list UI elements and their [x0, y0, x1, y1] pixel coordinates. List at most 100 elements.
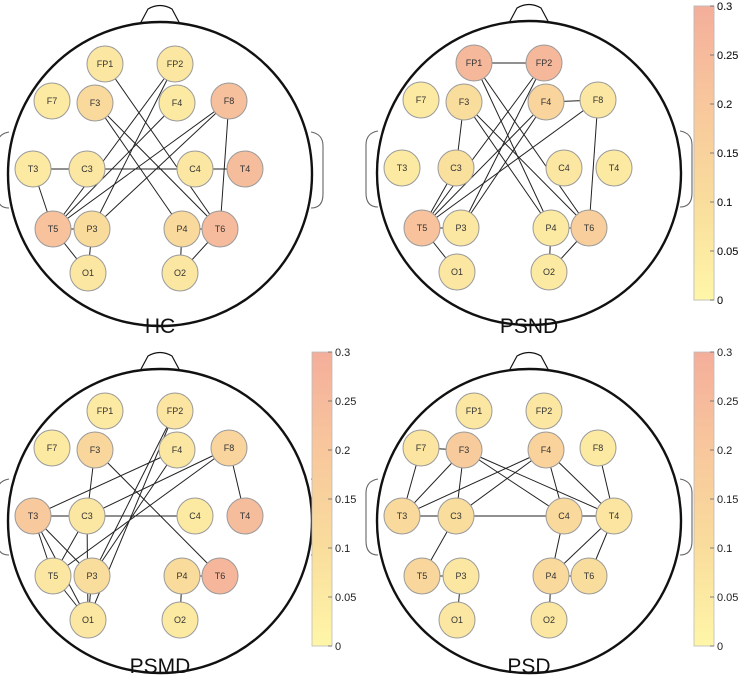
node-circle — [579, 81, 617, 119]
node-t3: T3 — [14, 150, 52, 188]
node-label: T5 — [417, 571, 428, 581]
colorbar-tick-label: 0.05 — [717, 246, 738, 258]
node-f7: F7 — [402, 429, 440, 467]
node-label: F7 — [416, 95, 427, 105]
node-circle — [158, 84, 196, 122]
node-label: O2 — [543, 267, 555, 277]
node-label: C3 — [450, 511, 462, 521]
node-label: FP2 — [167, 59, 184, 69]
colorbar-tick-label: 0.05 — [717, 246, 738, 258]
node-f4: F4 — [158, 431, 196, 469]
left-ear-shape — [0, 131, 10, 209]
node-label: O1 — [451, 267, 463, 277]
node-circle — [33, 82, 71, 120]
node-label: T4 — [240, 164, 251, 174]
colorbar-tick-label: 0.15 — [717, 494, 738, 506]
node-label: T6 — [584, 571, 595, 581]
node-f4: F4 — [527, 83, 565, 121]
node-circle — [403, 557, 441, 595]
node-t6: T6 — [570, 209, 608, 247]
nose-shape — [508, 3, 550, 24]
edge-fp1-p4 — [473, 62, 552, 229]
node-circle — [595, 149, 633, 187]
node-circle — [545, 149, 583, 187]
node-label: T6 — [215, 224, 226, 234]
node-circle — [595, 497, 633, 535]
edge-f3-t4 — [463, 449, 615, 517]
node-t4: T4 — [226, 150, 264, 188]
node-label: F4 — [172, 445, 183, 455]
node-t3: T3 — [383, 149, 421, 187]
node-c4: C4 — [545, 497, 583, 535]
node-o1: O1 — [438, 253, 476, 291]
node-label: T3 — [28, 164, 39, 174]
node-label: P4 — [176, 224, 187, 234]
node-label: O2 — [174, 615, 186, 625]
node-circle — [455, 44, 493, 82]
node-t5: T5 — [403, 557, 441, 595]
node-circle — [570, 209, 608, 247]
node-label: F7 — [416, 443, 427, 453]
colorbar-tick-label: 0.3 — [717, 347, 732, 359]
node-label: F8 — [224, 443, 235, 453]
node-circle — [445, 83, 483, 121]
node-circle — [201, 557, 239, 595]
node-c4: C4 — [176, 150, 214, 188]
node-label: F4 — [172, 98, 183, 108]
edge-f3-t6 — [94, 102, 221, 230]
edge-f8-t5 — [421, 99, 599, 229]
node-circle — [226, 150, 264, 188]
node-label: P3 — [86, 224, 97, 234]
edge-f4-c3 — [455, 449, 547, 517]
node-circle — [532, 209, 570, 247]
node-f8: F8 — [210, 429, 248, 467]
node-f8: F8 — [579, 81, 617, 119]
colorbar-tick-label: 0.1 — [335, 543, 350, 555]
edge-f4-t5 — [421, 101, 547, 229]
node-o2: O2 — [161, 254, 199, 292]
colorbar-tick-label: 0.3 — [717, 1, 732, 13]
node-t5: T5 — [34, 557, 72, 595]
node-t3: T3 — [14, 497, 52, 535]
colorbar-tick-label: 0.25 — [717, 50, 738, 62]
node-label: P3 — [86, 571, 97, 581]
node-t4: T4 — [595, 149, 633, 187]
panel-title: PSND — [500, 315, 558, 338]
node-circle — [68, 150, 106, 188]
node-f3: F3 — [445, 431, 483, 469]
node-f8: F8 — [579, 429, 617, 467]
edge-f8-t5 — [52, 447, 230, 577]
node-label: F3 — [459, 97, 470, 107]
node-circle — [532, 557, 570, 595]
node-t3: T3 — [383, 497, 421, 535]
edge-f4-t5 — [52, 102, 178, 230]
node-circle — [383, 149, 421, 187]
node-label: O1 — [82, 268, 94, 278]
node-p3: P3 — [73, 557, 111, 595]
node-label: P4 — [545, 223, 556, 233]
edge-f8-t6 — [588, 99, 599, 229]
node-circle — [442, 557, 480, 595]
edge-f8-p3 — [91, 100, 230, 230]
node-circle — [201, 210, 239, 248]
edge-f4-p3 — [460, 101, 547, 229]
colorbar-tick-label: 0.05 — [717, 592, 738, 604]
node-label: FP2 — [167, 406, 184, 416]
node-circle — [530, 601, 568, 639]
node-label: P3 — [455, 223, 466, 233]
node-circle — [68, 497, 106, 535]
node-o1: O1 — [69, 254, 107, 292]
colorbar-tick-label: 0.3 — [717, 1, 732, 13]
edge-f4-p3 — [91, 449, 178, 577]
node-circle — [402, 429, 440, 467]
node-o2: O2 — [530, 601, 568, 639]
edge-fp1-t6 — [104, 63, 221, 230]
node-label: T5 — [48, 571, 59, 581]
node-c4: C4 — [545, 149, 583, 187]
node-circle — [403, 209, 441, 247]
colorbar-tick-label: 0.1 — [717, 197, 732, 209]
node-c4: C4 — [176, 497, 214, 535]
